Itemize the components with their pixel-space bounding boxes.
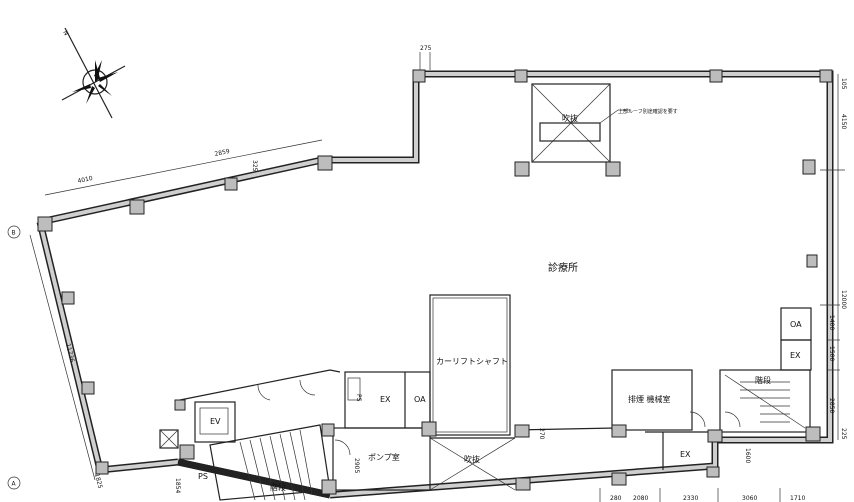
dim-270: 270 — [538, 428, 545, 440]
room-label-pump-room: ポンプ室 — [368, 452, 400, 462]
dim-12000: 12000 — [840, 290, 847, 309]
dim-11736: 11736 — [64, 343, 75, 363]
room-label-oa-left: OA — [414, 395, 426, 404]
roof-note: 上部ルーフ別途確認を要す — [618, 108, 678, 115]
room-label-void-top: 吹抜 — [562, 113, 578, 123]
dim-1500: 1500 — [828, 346, 835, 361]
grid-marker-a: A — [7, 476, 21, 490]
dim-325: 325 — [251, 160, 258, 172]
dim-2859: 2859 — [214, 148, 231, 158]
dim-2330: 2330 — [683, 495, 698, 502]
room-label-ps-small: PS — [355, 394, 362, 402]
staircase-treads — [239, 429, 313, 501]
room-label-ex-bottom-right: EX — [680, 450, 691, 459]
door-swing — [257, 384, 271, 401]
door-swing — [334, 439, 351, 456]
stair-treads-right — [740, 381, 790, 423]
structural-columns — [37, 69, 833, 495]
door-swing — [724, 411, 741, 428]
dim-3060: 3060 — [742, 495, 757, 502]
dim-2080: 2080 — [633, 495, 648, 502]
room-label-stairs-right: 階段 — [755, 375, 771, 385]
svg-text:A: A — [12, 481, 17, 488]
dim-280: 280 — [610, 495, 622, 502]
svg-text:B: B — [12, 230, 16, 237]
room-label-car-lift-shaft: カーリフトシャフト — [436, 357, 508, 366]
room-label-stairs-left: 階段 — [270, 482, 286, 492]
door-swing — [689, 411, 706, 428]
dim-105: 105 — [840, 78, 847, 90]
north-label: N — [61, 30, 69, 37]
dim-225: 225 — [840, 428, 847, 440]
dim-1600: 1600 — [744, 448, 751, 463]
room-label-ex-left: EX — [380, 395, 391, 404]
dim-4010: 4010 — [77, 175, 94, 185]
dim-1825: 1825 — [93, 473, 104, 490]
north-arrow-compass-icon: N — [61, 27, 126, 119]
dim-1710: 1710 — [790, 495, 805, 502]
dim-1400: 1400 — [828, 315, 835, 330]
dimension-lines — [29, 52, 845, 502]
room-label-void-bottom: 吹抜 — [464, 454, 480, 464]
dim-1854: 1854 — [174, 478, 181, 493]
room-label-ps: PS — [198, 472, 208, 481]
interior-walls — [159, 83, 812, 501]
dim-2850: 2850 — [828, 398, 835, 413]
dim-275: 275 — [420, 45, 432, 52]
room-label-clinic: 診療所 — [548, 261, 578, 274]
door-swing — [299, 379, 316, 396]
room-label-smoke-machine-room: 排煙 機械室 — [628, 394, 671, 404]
room-label-elevator: EV — [210, 417, 221, 426]
room-label-ex-right: EX — [790, 351, 801, 360]
dim-2905: 2905 — [353, 458, 360, 473]
dim-4150: 4150 — [840, 114, 847, 129]
room-label-oa-right: OA — [790, 320, 802, 329]
grid-marker-b: B — [7, 225, 21, 239]
